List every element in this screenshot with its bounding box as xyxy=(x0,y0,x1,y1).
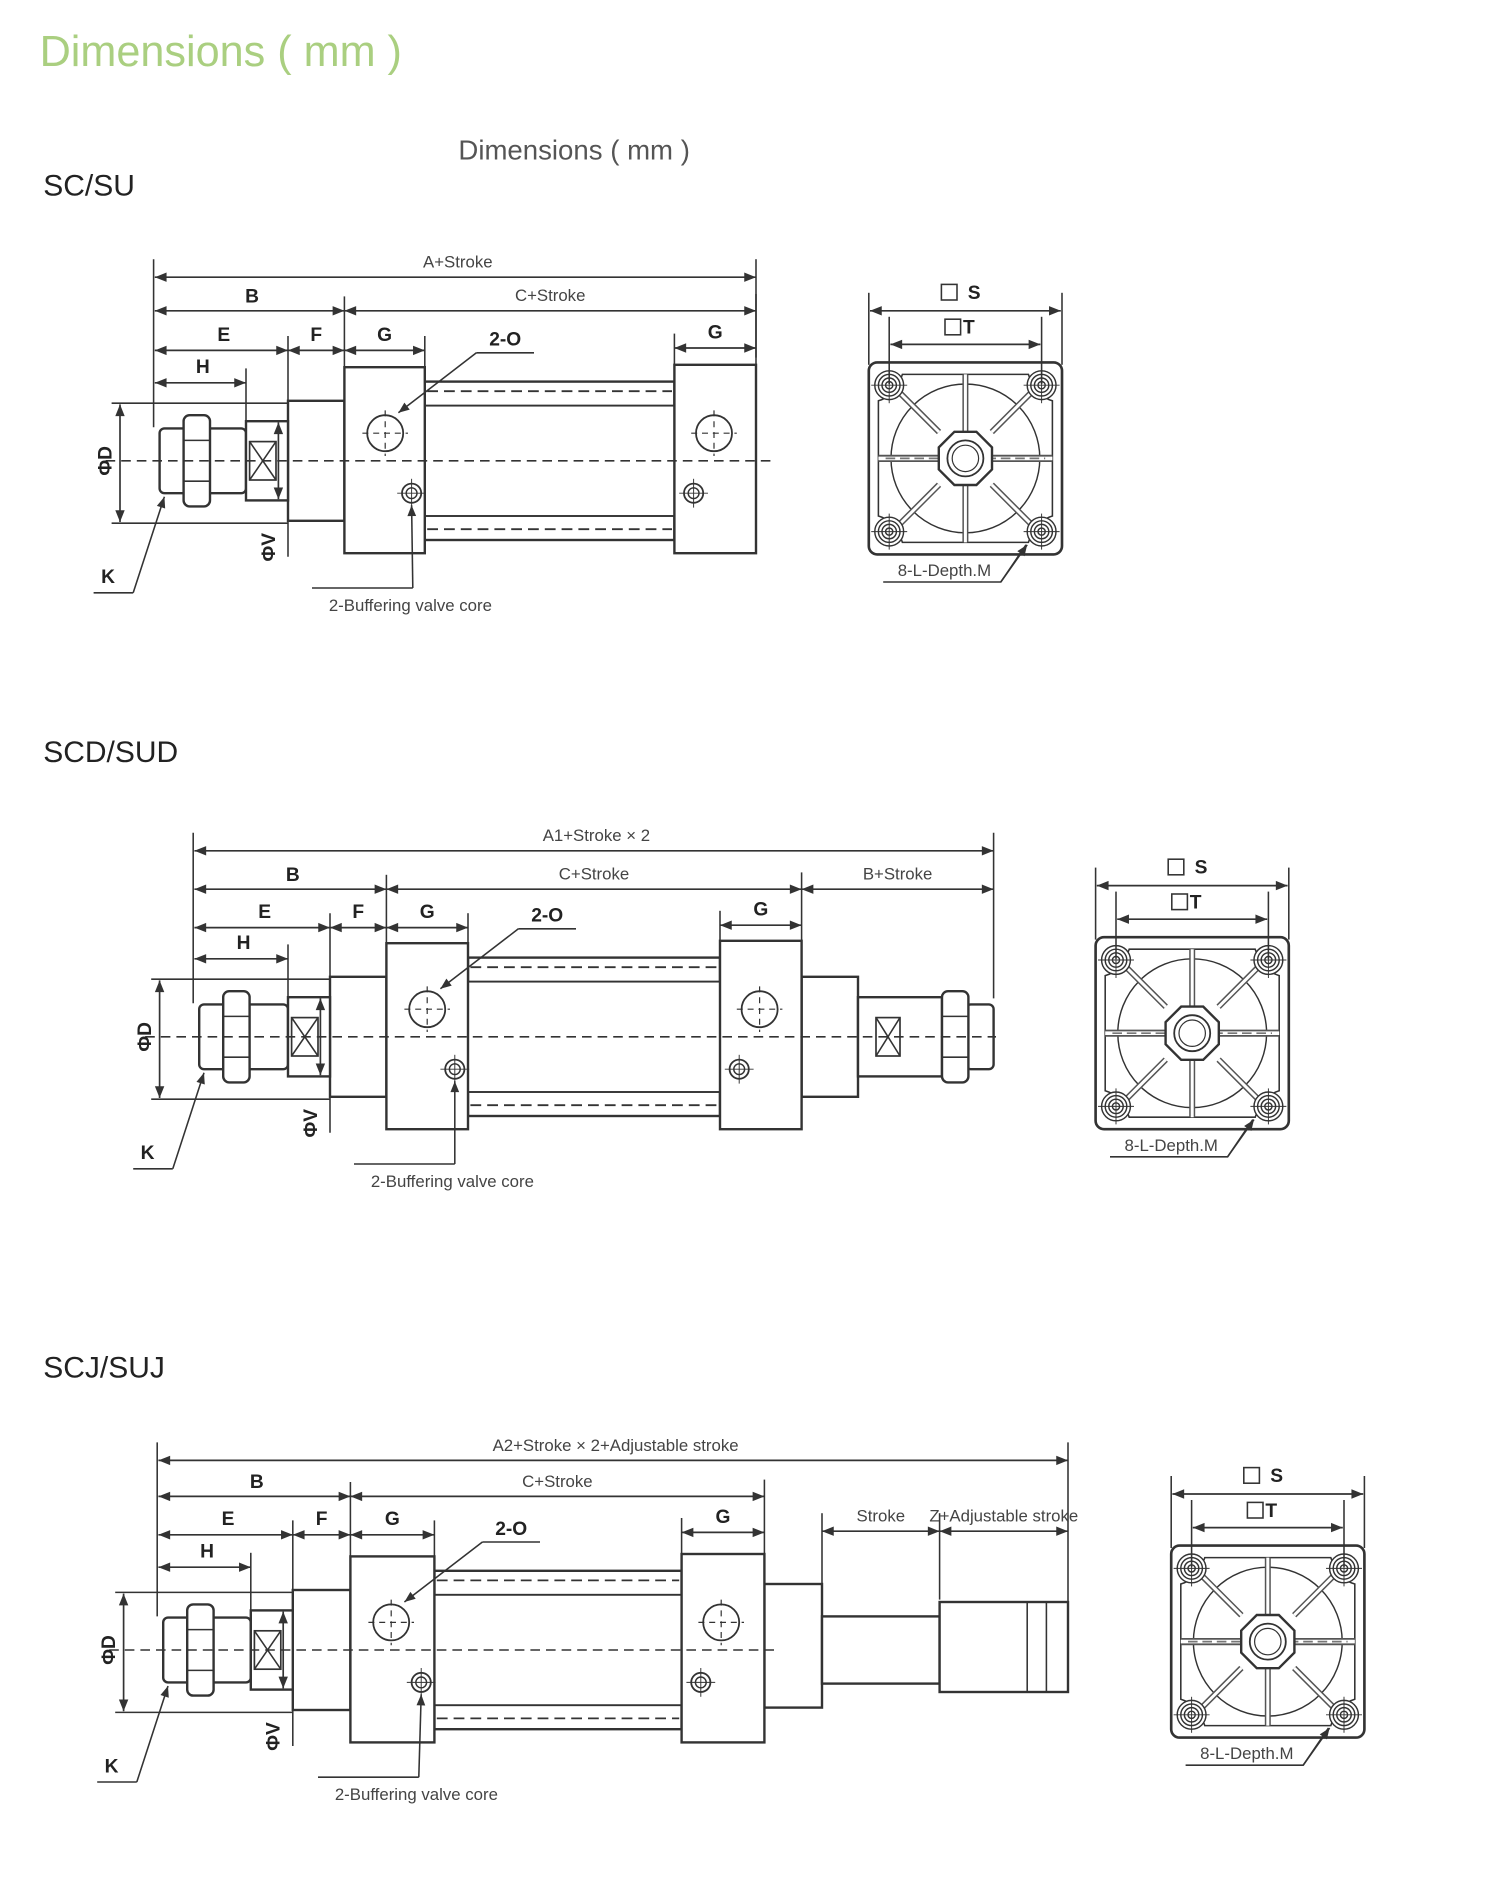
leader-port-arrow xyxy=(397,352,477,414)
rear-end-cover xyxy=(673,363,758,555)
dim-label-f: F xyxy=(316,1509,328,1530)
dim-label-v: ΦV xyxy=(301,1109,322,1138)
rod-end-inner xyxy=(1178,1019,1206,1047)
dim-label-rear: B+Stroke xyxy=(863,865,933,884)
valve-label: 2-Buffering valve core xyxy=(335,1785,498,1804)
page-subtitle: Dimensions ( mm ) xyxy=(458,135,690,166)
port-label: 2-O xyxy=(495,1519,527,1540)
dim-label-g-rear: G xyxy=(753,900,768,921)
page-title: Dimensions ( mm ) xyxy=(40,28,402,76)
dim-label-b: B xyxy=(245,286,259,307)
dim-label-stroke: Stroke xyxy=(857,1507,906,1526)
model-title: SCJ/SUJ xyxy=(43,1352,165,1385)
rod-end-inner xyxy=(1254,1627,1282,1656)
model-title: SC/SU xyxy=(43,170,135,203)
dim-label-g-rear: G xyxy=(708,322,723,343)
model-title: SCD/SUD xyxy=(43,736,178,769)
dim-label-g: G xyxy=(377,325,392,346)
dim-label-g-rear: G xyxy=(716,1507,731,1528)
dim-label-c: C+Stroke xyxy=(522,1472,593,1491)
dim-label-e: E xyxy=(217,325,230,346)
dim-label-t: T xyxy=(1265,1501,1277,1522)
dim-label-b: B xyxy=(250,1472,264,1493)
dim-label-h: H xyxy=(196,357,210,378)
dim-label-k: K xyxy=(101,567,115,588)
dim-label-c: C+Stroke xyxy=(515,286,586,305)
dim-label-overall: A1+Stroke × 2 xyxy=(543,826,650,845)
leader-valve-arrow xyxy=(407,505,417,589)
dim-label-f: F xyxy=(352,902,364,923)
dim-label-h: H xyxy=(237,933,251,954)
dim-label-s: S xyxy=(1270,1466,1283,1487)
dim-label-g: G xyxy=(385,1509,400,1530)
dim-label-v: ΦV xyxy=(259,533,280,562)
leader-k-arrow xyxy=(132,496,166,594)
dim-label-h: H xyxy=(200,1542,214,1563)
hole-leader-arrow xyxy=(1000,544,1028,583)
leader-port-arrow xyxy=(403,1541,483,1603)
dim-label-f: F xyxy=(310,325,322,346)
dim-label-g: G xyxy=(420,902,435,923)
adjusting-nut-block xyxy=(938,1600,1070,1694)
adjusting-rod xyxy=(820,1615,941,1685)
square-symbol-s xyxy=(1243,1466,1261,1484)
hole-spec-label: 8-L-Depth.M xyxy=(1200,1744,1293,1763)
dim-label-d: ΦD xyxy=(135,1022,156,1052)
dim-label-d: ΦD xyxy=(99,1635,120,1665)
leader-port-arrow xyxy=(439,928,519,990)
hole-leader-arrow xyxy=(1226,1119,1255,1158)
dim-label-v: ΦV xyxy=(264,1722,285,1751)
hole-spec-label: 8-L-Depth.M xyxy=(898,561,991,580)
rear-end-cover xyxy=(718,939,803,1131)
dim-label-s: S xyxy=(1195,858,1208,879)
dim-label-b: B xyxy=(286,865,300,886)
dim-label-z: Z+Adjustable stroke xyxy=(929,1507,1078,1526)
valve-label: 2-Buffering valve core xyxy=(371,1172,534,1191)
leader-valve-arrow xyxy=(416,1694,426,1778)
square-symbol-t xyxy=(944,318,962,336)
leader-k-arrow xyxy=(172,1072,205,1170)
rear-end-cover xyxy=(680,1552,766,1744)
square-symbol-t xyxy=(1171,893,1189,911)
dim-label-t: T xyxy=(1190,892,1202,913)
hole-spec-label: 8-L-Depth.M xyxy=(1125,1136,1218,1155)
square-symbol-t xyxy=(1246,1501,1264,1519)
valve-label: 2-Buffering valve core xyxy=(329,596,492,615)
dim-label-overall: A2+Stroke × 2+Adjustable stroke xyxy=(493,1436,739,1455)
dim-label-e: E xyxy=(222,1509,235,1530)
dim-label-d: ΦD xyxy=(96,446,117,476)
leader-k-arrow xyxy=(136,1685,169,1783)
dim-label-k: K xyxy=(141,1143,155,1164)
dim-label-s: S xyxy=(968,283,981,304)
dim-label-overall: A+Stroke xyxy=(423,253,493,272)
rod-end-inner xyxy=(951,444,980,473)
hole-leader-arrow xyxy=(1302,1727,1331,1766)
square-symbol-s xyxy=(940,283,958,301)
port-label: 2-O xyxy=(489,330,521,351)
rear-boss xyxy=(763,1582,824,1709)
square-symbol-s xyxy=(1167,858,1185,876)
dim-label-e: E xyxy=(258,902,271,923)
dim-label-t: T xyxy=(963,318,975,339)
port-label: 2-O xyxy=(531,906,563,927)
dim-label-c: C+Stroke xyxy=(559,865,630,884)
dim-label-k: K xyxy=(105,1756,119,1777)
